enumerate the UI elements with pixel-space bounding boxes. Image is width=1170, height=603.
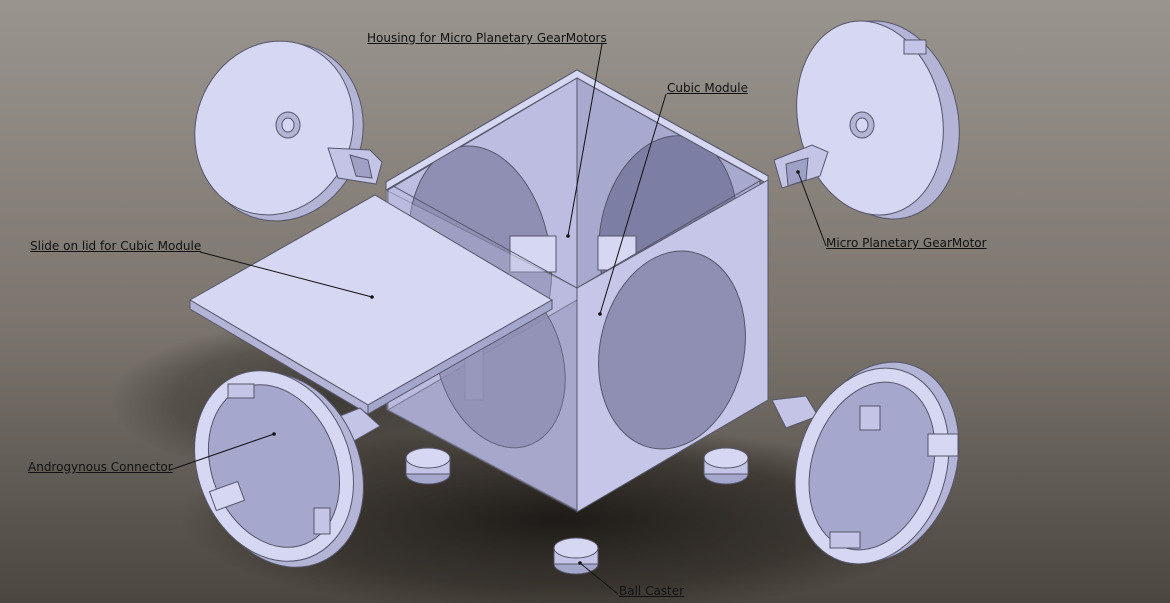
androgynous-connector-left [194,370,381,568]
gearmotor-top-left [327,147,383,185]
label-gearmotor: Micro Planetary GearMotor [826,236,987,250]
label-housing: Housing for Micro Planetary GearMotors [367,31,607,45]
ball-caster-bottom [553,537,599,575]
label-cubic-module: Cubic Module [667,81,748,95]
gearmotor-top-right [773,144,829,189]
label-ball-caster: Ball Caster [619,584,685,598]
leader-cubic-module [599,93,667,315]
wheel-top-right [796,20,960,220]
label-slide-lid: Slide on lid for Cubic Module [30,239,202,253]
slide-lid [189,194,553,415]
leader-ball-caster [579,562,619,595]
ball-caster-left [405,447,451,485]
ball-caster-right [703,447,749,485]
leader-housing [567,43,603,237]
label-connector: Androgynous Connector [28,460,173,474]
leader-connector [169,433,275,471]
leader-slide-lid [199,251,373,298]
leader-gearmotor [797,171,827,247]
leader-lines [169,43,827,595]
wheel-top-left [194,40,364,222]
androgynous-connector-right [771,361,960,565]
